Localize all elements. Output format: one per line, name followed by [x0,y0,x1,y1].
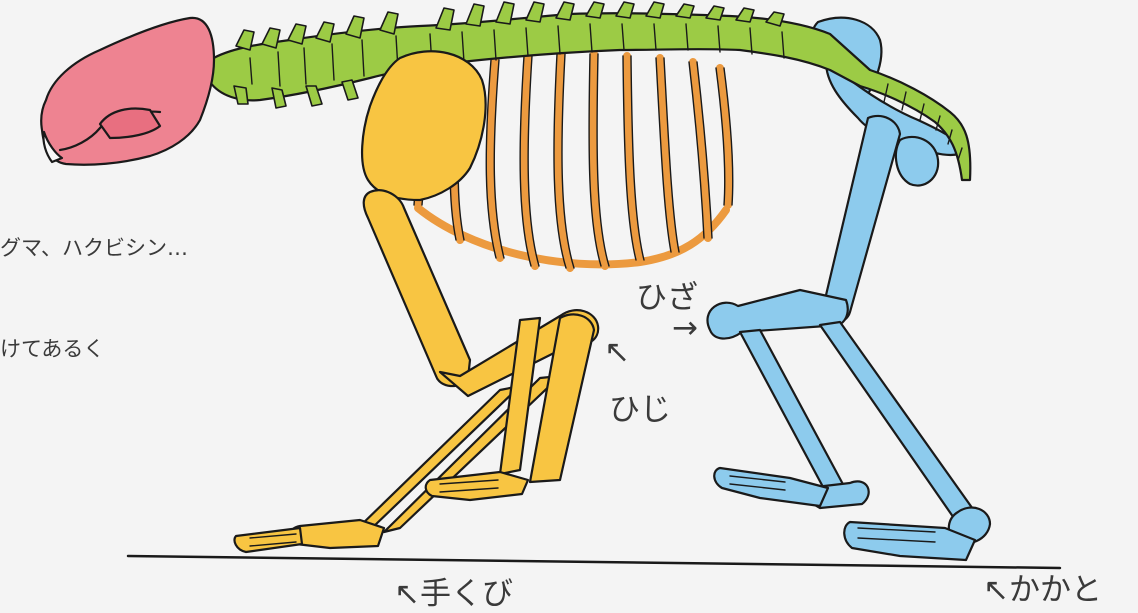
hiji-arrow: ↖ [604,334,630,370]
tekubi-label: ↖手くび [394,576,513,612]
side-text-line2: けてあるく [0,337,104,361]
side-text-line1: グマ、ハクビシン… [0,236,188,260]
hiji-label: ひじ [609,392,671,428]
hiza-arrow: → [672,310,698,346]
skull [41,18,214,165]
front-limb [234,51,598,552]
kakato-label: ↖かかと [983,572,1102,608]
